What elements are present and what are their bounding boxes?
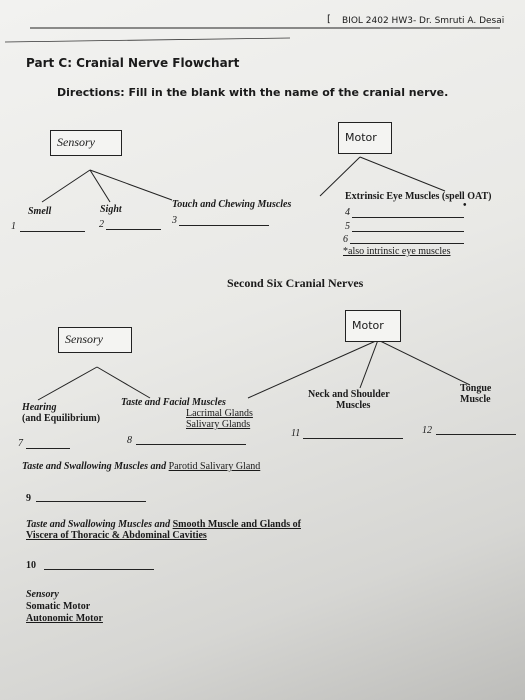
eye-label: Extrinsic Eye Muscles (spell OAT): [345, 191, 492, 202]
sensory-box-2: Sensory: [58, 327, 132, 353]
blank-7[interactable]: [26, 448, 70, 449]
tongue-label: Tongue: [460, 383, 492, 394]
smell-label: Smell: [28, 206, 52, 217]
sensory-box-1: Sensory: [50, 130, 122, 156]
blank-2[interactable]: [106, 229, 161, 230]
blank-number-12: 12: [422, 425, 432, 436]
motor-box-1: Motor: [338, 122, 392, 154]
parotid-text: Parotid Salivary Gland: [168, 461, 261, 472]
touch-label: Touch and Chewing Muscles: [172, 199, 292, 210]
taste-facial-label: Taste and Facial Muscles: [121, 397, 226, 408]
blank-number-2: 2: [99, 219, 104, 230]
blank-number-10: 10: [26, 560, 36, 571]
taste-swallow-text: Taste and Swallowing Muscles and: [22, 461, 169, 472]
blank-number-1: 1: [11, 221, 16, 232]
blank-10[interactable]: [44, 569, 154, 570]
intrinsic-note: *also intrinsic eye muscles: [343, 246, 451, 257]
blank-12[interactable]: [436, 434, 516, 435]
blank-number-8: 8: [127, 435, 132, 446]
blank-number-3: 3: [172, 215, 177, 226]
second-six-title: Second Six Cranial Nerves: [227, 276, 364, 290]
star-mark: •: [463, 200, 467, 211]
smooth-muscle-text: Smooth Muscle and Glands of: [172, 519, 301, 530]
lacrimal-label: Lacrimal Glands: [186, 408, 253, 419]
blank-9[interactable]: [36, 501, 146, 502]
part-title: Part C: Cranial Nerve Flowchart: [26, 56, 240, 70]
blank-number-6: 6: [343, 234, 348, 245]
sight-label: Sight: [100, 204, 122, 215]
legend-somatic: Somatic Motor: [26, 601, 91, 612]
header-bracket: [: [327, 14, 331, 25]
hearing-label: Hearing: [22, 402, 57, 413]
blank-number-9: 9: [26, 493, 31, 504]
tongue-label-2: Muscle: [460, 394, 491, 405]
blank-11[interactable]: [303, 438, 403, 439]
legend-autonomic: Autonomic Motor: [26, 613, 103, 624]
salivary-label: Salivary Glands: [186, 419, 251, 430]
equilibrium-label: (and Equilibrium): [22, 413, 101, 424]
taste-swallow-line: Taste and Swallowing Muscles and Parotid…: [22, 461, 260, 472]
taste-swallow-text-2: Taste and Swallowing Muscles and: [26, 519, 173, 530]
motor-box-2: Motor: [345, 310, 401, 342]
blank-3[interactable]: [179, 225, 269, 226]
blank-6[interactable]: [350, 243, 464, 244]
directions: Directions: Fill in the blank with the n…: [57, 86, 449, 99]
neck-label-2: Muscles: [336, 400, 371, 411]
blank-4[interactable]: [352, 217, 464, 218]
blank-8[interactable]: [136, 444, 246, 445]
taste-swallow-line-2: Taste and Swallowing Muscles and Smooth …: [26, 519, 301, 530]
blank-5[interactable]: [352, 231, 464, 232]
neck-label: Neck and Shoulder: [308, 389, 390, 400]
blank-number-5: 5: [345, 221, 350, 232]
course-header: BIOL 2402 HW3- Dr. Smruti A. Desai: [342, 16, 505, 26]
blank-number-4: 4: [345, 207, 350, 218]
viscera-text: Viscera of Thoracic & Abdominal Cavities: [26, 530, 207, 541]
blank-number-7: 7: [18, 438, 23, 449]
blank-number-11: 11: [291, 428, 301, 439]
blank-1[interactable]: [20, 231, 85, 232]
legend-sensory: Sensory: [26, 589, 59, 600]
